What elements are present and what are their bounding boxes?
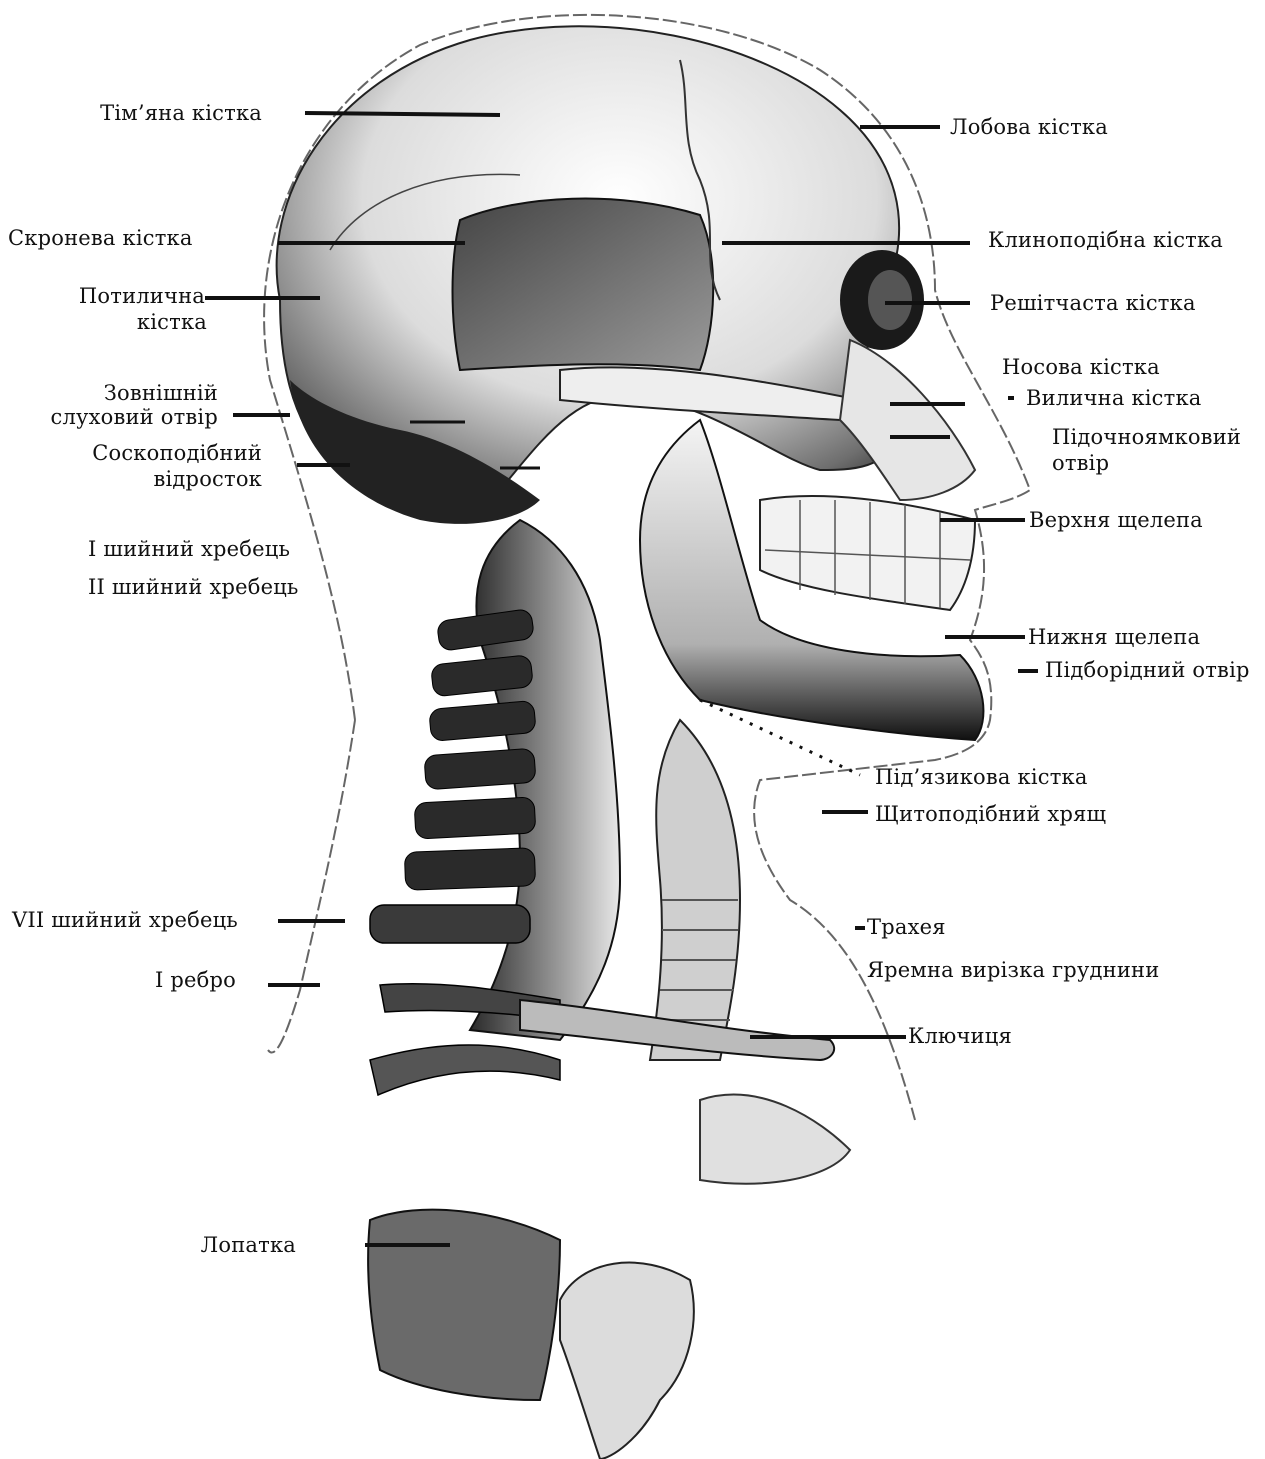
label-frontal: Лобова кістка bbox=[950, 115, 1108, 140]
label-maxilla: Верхня щелепа bbox=[1029, 508, 1203, 533]
label-c7: VII шийний хребець bbox=[12, 908, 238, 933]
orbit-inner bbox=[868, 270, 912, 330]
label-ear-canal-2: слуховий отвір bbox=[20, 405, 218, 430]
label-jugular-notch: Яремна вирізка груднини bbox=[867, 958, 1159, 983]
temporal-fossa bbox=[453, 199, 714, 370]
second-rib bbox=[370, 1045, 560, 1095]
label-ear-canal-1: Зовнішній bbox=[40, 381, 218, 406]
label-thyroid: Щитоподібний хрящ bbox=[875, 802, 1106, 827]
label-zygomatic: Вилична кістка bbox=[1026, 386, 1202, 411]
larynx-trachea bbox=[650, 720, 740, 1060]
label-c1: I шийний хребець bbox=[88, 537, 290, 562]
chest-contour bbox=[700, 1095, 850, 1184]
label-mandible: Нижня щелепа bbox=[1028, 625, 1200, 650]
label-mastoid-2: відросток bbox=[40, 467, 262, 492]
label-parietal: Тім’яна кістка bbox=[40, 101, 262, 126]
sternum-lower bbox=[560, 1263, 694, 1459]
label-infraorbital-1: Підочноямковий bbox=[1052, 425, 1241, 450]
label-temporal: Скронева кістка bbox=[8, 226, 193, 251]
label-occipital-1: Потилична bbox=[40, 284, 205, 309]
label-trachea: Трахея bbox=[867, 915, 946, 940]
scapula bbox=[368, 1210, 560, 1400]
label-ethmoid: Решітчаста кістка bbox=[990, 291, 1196, 316]
face bbox=[840, 340, 975, 500]
maxilla-teeth bbox=[760, 496, 975, 610]
label-clavicle: Ключиця bbox=[908, 1024, 1012, 1049]
label-occipital-2: кістка bbox=[40, 310, 207, 335]
label-mastoid-1: Соскоподібний bbox=[40, 441, 262, 466]
c7-process bbox=[370, 905, 530, 943]
label-hyoid: Під’язикова кістка bbox=[875, 765, 1088, 790]
label-mental-foramen: Підборідний отвір bbox=[1045, 658, 1250, 683]
label-infraorbital-2: отвір bbox=[1052, 451, 1109, 476]
back-outline bbox=[268, 720, 355, 1053]
label-sphenoid: Клиноподібна кістка bbox=[988, 228, 1223, 253]
label-rib1: I ребро bbox=[40, 968, 236, 993]
label-scapula: Лопатка bbox=[40, 1233, 296, 1258]
label-nasal: Носова кістка bbox=[1002, 355, 1160, 380]
label-c2: II шийний хребець bbox=[88, 575, 299, 600]
